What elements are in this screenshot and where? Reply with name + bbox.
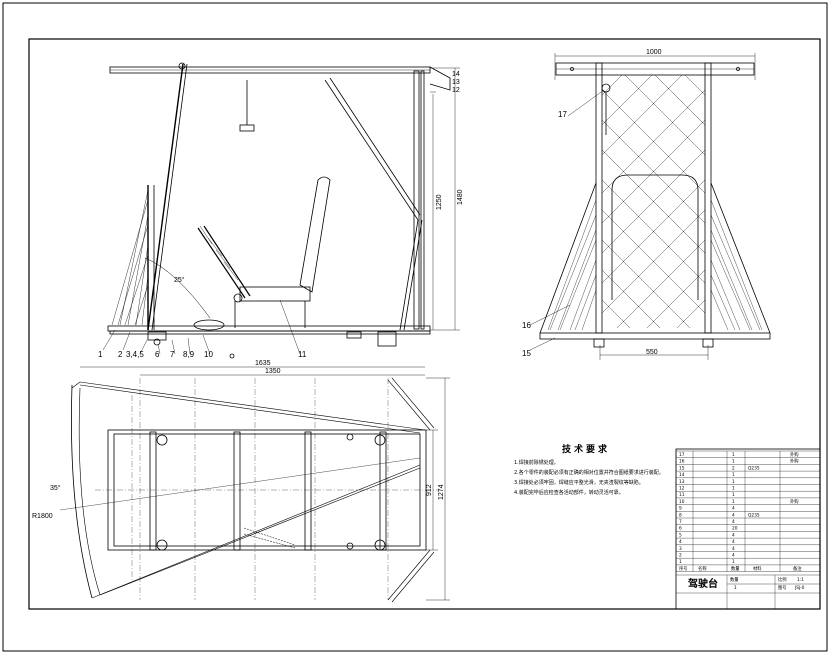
bom-cell-material: Q235	[748, 512, 760, 518]
plan-angle: 35°	[50, 484, 61, 492]
tb-header-material: 材料	[753, 565, 762, 572]
tb-sheet-label: 图号	[778, 585, 787, 591]
plan-width-outer: 1274	[438, 484, 445, 500]
tb-qty: 1	[734, 585, 737, 591]
front-view	[102, 62, 460, 359]
bom-cell-qty: 4	[732, 506, 735, 512]
bom-cell-qty: 1	[732, 452, 735, 458]
bom-cell-qty: 1	[732, 492, 735, 498]
side-view	[529, 53, 771, 360]
front-height-inner: 1250	[436, 194, 443, 210]
tech-notes-title: 技术要求	[562, 443, 610, 455]
bom-cell-qty: 20	[732, 526, 738, 532]
bom-cell-qty: 4	[732, 546, 735, 552]
tb-header-no: 序号	[679, 565, 688, 572]
bom-cell-no: 11	[679, 492, 685, 498]
tb-header-qty: 数量	[731, 565, 740, 572]
bom-cell-qty: 4	[732, 539, 735, 545]
plan-view	[59, 366, 450, 603]
drawing-title: 驾驶台	[687, 577, 718, 590]
bom-cell-no: 8	[679, 512, 682, 518]
part-label-7: 7	[170, 350, 175, 359]
part-label-10: 10	[204, 350, 213, 359]
bom-cell-note: 外购	[790, 451, 799, 458]
bom-cell-qty: 1	[732, 472, 735, 478]
bom-cell-no: 2	[679, 553, 682, 559]
side-width-bottom: 550	[646, 349, 658, 356]
bom-cell-material: Q235	[748, 465, 760, 471]
bom-cell-no: 15	[679, 465, 685, 471]
bom-cell-no: 7	[679, 519, 682, 525]
bom-cell-no: 13	[679, 479, 685, 485]
bom-cell-qty: 4	[732, 532, 735, 538]
bom-cell-qty: 1	[732, 499, 735, 505]
part-label-17: 17	[558, 110, 567, 119]
tb-scale-label: 比例	[778, 576, 787, 583]
part-label-1: 1	[98, 350, 103, 359]
bom-cell-no: 5	[679, 532, 682, 538]
bom-cell-no: 1	[679, 559, 682, 565]
front-right-label-13: 13	[452, 79, 460, 86]
inner-border	[28, 38, 821, 610]
bom-cell-no: 6	[679, 526, 682, 532]
part-label-3-4-5: 3,4,5	[126, 350, 144, 359]
bom-cell-qty: 1	[732, 459, 735, 465]
plan-width-inner: 912	[426, 484, 433, 496]
front-right-label-14: 14	[452, 71, 460, 78]
bom-cell-no: 17	[679, 452, 685, 458]
bom-cell-note: 外购	[790, 498, 799, 505]
part-label-6: 6	[155, 350, 160, 359]
bom-cell-qty: 4	[732, 519, 735, 525]
tb-scale: 1:1	[797, 577, 804, 583]
part-label-8-9: 8,9	[183, 350, 195, 359]
bom-cell-qty: 2	[732, 465, 735, 471]
plan-outer-length: 1635	[255, 360, 271, 367]
part-label-2: 2	[118, 350, 123, 359]
tech-note-2: 2.各个零件的装配必须有正确的相对位置并符合图纸要求进行装配。	[514, 469, 664, 476]
bom-cell-qty: 4	[732, 512, 735, 518]
bom-cell-no: 9	[679, 506, 682, 512]
bom-cell-qty: 1	[732, 486, 735, 492]
part-label-11: 11	[298, 350, 307, 359]
bom-cell-no: 14	[679, 472, 685, 478]
bom-cell-no: 16	[679, 459, 685, 465]
front-right-label-12: 12	[452, 87, 460, 94]
tech-note-1: 1.焊接前除锈处理。	[514, 459, 559, 466]
front-height-total: 1480	[457, 189, 464, 205]
part-label-16: 16	[522, 321, 531, 330]
part-label-15: 15	[522, 349, 531, 358]
bom-cell-qty: 1	[732, 559, 735, 565]
bom-cell-no: 12	[679, 486, 685, 492]
tb-header-name: 名称	[698, 565, 707, 572]
tech-note-4: 4.装配完毕后应检查各活动部件，转动灵活可靠。	[514, 489, 624, 496]
bom-cell-no: 10	[679, 499, 685, 505]
bom-cell-no: 3	[679, 546, 682, 552]
bom-cell-no: 4	[679, 539, 682, 545]
bom-cell-qty: 1	[732, 479, 735, 485]
front-angle: 25°	[174, 276, 185, 284]
tb-sheet: JSJ-0	[794, 585, 805, 591]
bom-cell-qty: 4	[732, 553, 735, 559]
side-width-top: 1000	[646, 49, 662, 56]
tb-header-note: 备注	[793, 565, 802, 572]
plan-inner-length: 1350	[265, 368, 281, 375]
tb-qty-label: 数量	[730, 576, 739, 583]
bom-cell-note: 外购	[790, 458, 799, 465]
plan-radius: R1800	[32, 513, 53, 520]
tech-note-3: 3.焊接处必须牢固，焊缝应平整光滑，无夹渣裂纹等缺陷。	[514, 479, 644, 486]
